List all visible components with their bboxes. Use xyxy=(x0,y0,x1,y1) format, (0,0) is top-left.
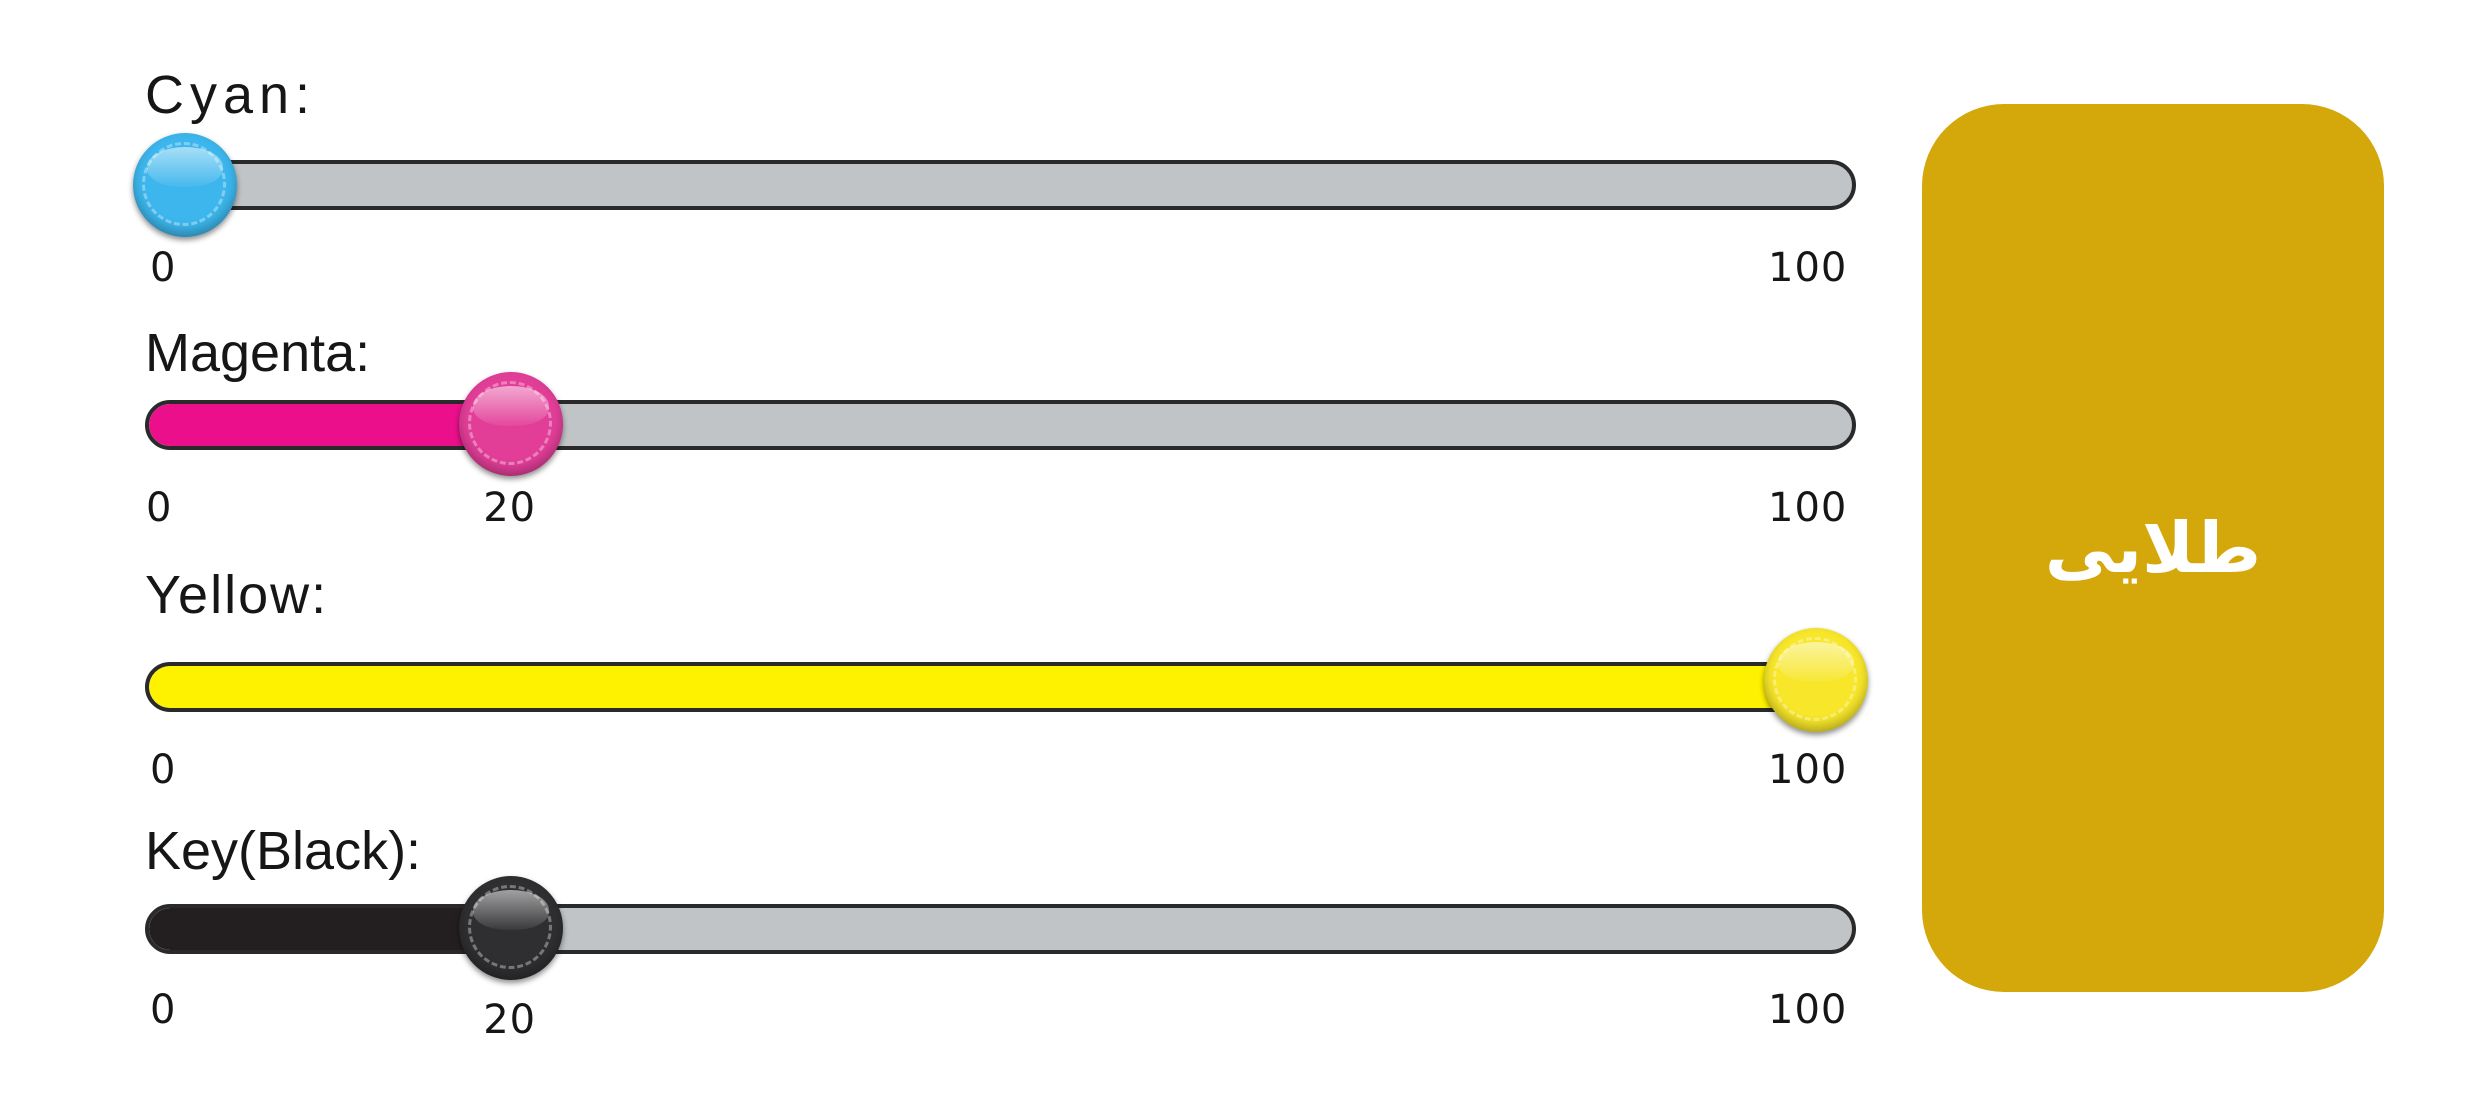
slider-min-label-yellow: 0 xyxy=(150,747,177,793)
slider-fill-key-black xyxy=(149,908,516,950)
slider-thumb-key-black[interactable] xyxy=(459,876,564,980)
slider-max-label-magenta: 100 xyxy=(1768,485,1848,531)
color-swatch: طلایی xyxy=(1922,104,2384,992)
slider-max-label-key-black: 100 xyxy=(1768,987,1848,1033)
slider-max-label-yellow: 100 xyxy=(1768,747,1848,793)
slider-fill-yellow xyxy=(149,666,1820,708)
slider-track-key-black[interactable] xyxy=(145,904,1856,954)
slider-max-label-cyan: 100 xyxy=(1768,245,1848,291)
color-name: طلایی xyxy=(2044,507,2262,589)
slider-value-label-magenta: 20 xyxy=(483,485,537,531)
slider-track-yellow[interactable] xyxy=(145,662,1856,712)
slider-value-label-key-black: 20 xyxy=(483,997,537,1043)
slider-thumb-yellow[interactable] xyxy=(1764,628,1868,732)
slider-min-label-magenta: 0 xyxy=(146,485,173,531)
slider-track-magenta[interactable] xyxy=(145,400,1856,450)
slider-min-label-cyan: 0 xyxy=(150,245,177,291)
slider-thumb-magenta[interactable] xyxy=(459,372,564,476)
slider-track-cyan[interactable] xyxy=(145,160,1856,210)
slider-fill-magenta xyxy=(149,404,516,446)
slider-label-cyan: Cyan: xyxy=(145,65,317,125)
slider-label-key-black: Key(Black): xyxy=(145,821,422,881)
slider-label-yellow: Yellow: xyxy=(145,565,329,625)
slider-min-label-key-black: 0 xyxy=(150,987,177,1033)
slider-thumb-cyan[interactable] xyxy=(133,133,237,237)
slider-label-magenta: Magenta: xyxy=(145,323,371,383)
